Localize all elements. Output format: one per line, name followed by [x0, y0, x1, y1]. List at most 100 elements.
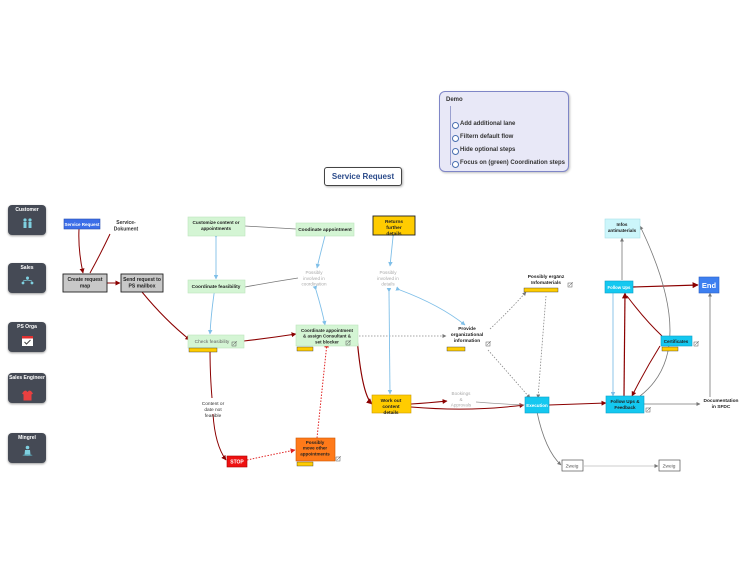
connector-work-out-to-bookings [410, 398, 448, 405]
connector-involved-provide [395, 286, 466, 326]
provide-org-info-note-icon [485, 340, 492, 347]
possibly-move-note-icon [335, 455, 342, 462]
node-service-document: Service-Dokument [114, 220, 139, 232]
svg-text:Coodinate appointment: Coodinate appointment [298, 227, 352, 233]
demo-tree-line [450, 106, 451, 165]
lane-mingrel[interactable]: Mingrel [8, 433, 46, 463]
certificates-tag [661, 346, 679, 352]
nodes: Service Request Service-Dokument Create … [62, 215, 739, 472]
calendar-check-icon [22, 336, 33, 346]
svg-text:Execution: Execution [526, 403, 548, 408]
connector-execution-to-followups [548, 400, 607, 406]
node-follow-ups-small[interactable]: Follow Ups [604, 280, 634, 294]
lane-sales[interactable]: Sales [8, 263, 46, 293]
possibly-ergebnis-note-icon [567, 281, 574, 288]
svg-text:Follow Ups: Follow Ups [608, 285, 632, 290]
check-feasibility-note-icon [231, 340, 238, 347]
connector-document-to-map [89, 233, 111, 274]
demo-item-filter-flow[interactable]: Filtern default flow [460, 134, 514, 140]
connector-customize-to-coordinate [244, 225, 297, 230]
connector-ergebnis-to-execution [536, 295, 547, 399]
node-certificates[interactable]: Certificates [660, 335, 700, 352]
lane-label: Customer [15, 207, 39, 213]
lane-label: PS Orga [17, 324, 37, 330]
coordinate-assign-text: Coordinate appointment& assign Consultan… [301, 328, 353, 344]
certificates-note-icon [693, 340, 700, 347]
svg-text:Coordinate feasibility: Coordinate feasibility [192, 284, 241, 290]
diagram-title[interactable]: Service Request [324, 167, 402, 186]
node-coordinate-feasibility[interactable]: Coordinate feasibility [187, 279, 246, 294]
demo-item-focus-coordination[interactable]: Focus on (green) Coordination steps [460, 160, 566, 166]
node-zweig-1[interactable]: Zweig [561, 459, 584, 472]
connector-followups-small-to-end [632, 282, 699, 289]
connector-check-to-coordinate-assign [243, 332, 297, 342]
customer-icon [23, 218, 32, 228]
demo-panel: Demo Add additional lane Filtern default… [439, 91, 569, 172]
lane-ps-orga[interactable]: PS Orga [8, 322, 46, 352]
possibly-ergebnis-tag [523, 287, 559, 293]
demo-title: Demo [446, 97, 463, 103]
lane-sales-engineer[interactable]: Sales Engineer [8, 373, 46, 403]
connector-move-to-coordinate [316, 342, 330, 439]
connector-involved-workout [386, 287, 393, 395]
node-end[interactable]: End [698, 276, 720, 294]
svg-text:Zweig: Zweig [566, 464, 579, 470]
demo-item-bullet-icon [452, 122, 459, 129]
connector-content-to-stop [212, 413, 227, 461]
node-check-feasibility[interactable]: Check feasibility [187, 334, 245, 353]
connector-certificates-to-followups [631, 345, 661, 397]
lane-customer[interactable]: Customer [8, 205, 46, 235]
coordinate-assign-note-icon [345, 339, 352, 346]
node-follow-ups-feedback[interactable]: Follow Ups &Feedback [605, 395, 652, 414]
demo-item-bullet-icon [452, 148, 459, 155]
demo-item-add-lane[interactable]: Add additional lane [460, 121, 516, 127]
svg-text:Service Request: Service Request [64, 222, 100, 227]
connector-returns-involved [388, 232, 396, 267]
connector-provide-to-ergebnis [489, 291, 527, 330]
node-coordinate-assign[interactable]: Coordinate appointment& assign Consultan… [295, 324, 359, 352]
connector-followups-to-infos [639, 225, 671, 397]
node-execution[interactable]: Execution [524, 396, 550, 414]
svg-text:STOP: STOP [230, 460, 244, 466]
connector-followups-to-followups-small [621, 292, 628, 397]
connector-stop-to-move [246, 448, 296, 461]
connector-send-to-check [141, 291, 191, 341]
svg-text:Certificates: Certificates [664, 339, 689, 344]
node-stop[interactable]: STOP [226, 455, 248, 468]
svg-text:End: End [702, 281, 717, 290]
connector-feasibility-to-involved [244, 277, 299, 288]
node-coordinate-appointment[interactable]: Coodinate appointment [295, 222, 355, 237]
connector-request-to-map [78, 228, 85, 274]
node-zweig-2[interactable]: Zweig [658, 459, 681, 472]
node-service-request[interactable]: Service Request [63, 218, 101, 230]
possibly-move-tag [296, 461, 314, 467]
connector-involved-coordinate [312, 285, 327, 326]
shirt-icon [22, 390, 33, 401]
check-feasibility-tag [188, 347, 218, 353]
bookings-text: Bookings&Approvals [451, 391, 472, 408]
lane-label: Mingrel [18, 435, 36, 441]
demo-item-hide-optional[interactable]: Hide optional steps [460, 147, 516, 153]
